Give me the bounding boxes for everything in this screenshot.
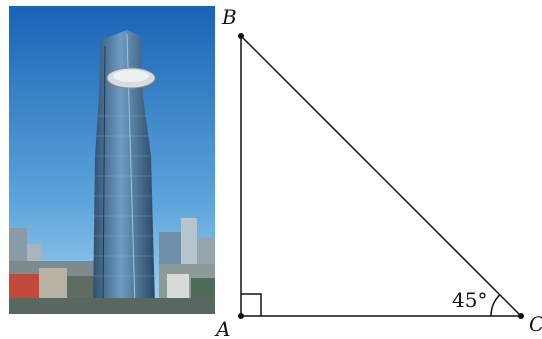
label-B: B (221, 5, 237, 29)
side-BC (240, 35, 522, 317)
tower (93, 30, 156, 307)
point-B (238, 33, 244, 39)
point-C (518, 313, 524, 319)
label-A: A (214, 317, 230, 339)
right-angle-mark (241, 293, 262, 316)
angle-C-arc (490, 294, 501, 317)
angle-C-label: 45° (452, 288, 487, 312)
label-C: C (529, 312, 542, 336)
point-A (238, 313, 244, 319)
tower-photo (9, 6, 215, 314)
